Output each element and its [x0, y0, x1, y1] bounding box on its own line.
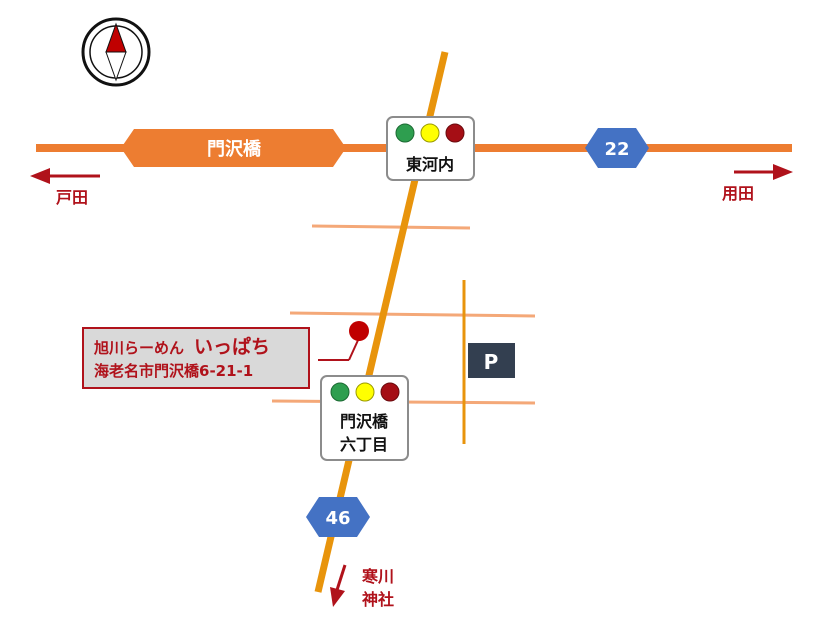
signal-south-label-line2: 六丁目	[340, 435, 388, 454]
signal-north-label: 東河内	[406, 155, 454, 174]
signal-red-light	[380, 382, 400, 402]
route-46-shield	[306, 497, 370, 537]
direction-east-arrow	[734, 164, 793, 180]
route-22-shield	[585, 128, 649, 168]
shop-address: 海老名市門沢橋6-21-1	[94, 362, 254, 380]
direction-south-label-line1: 寒川	[361, 567, 394, 586]
side-street-middle	[289, 311, 536, 318]
shop-info-box: 旭川らーめんいっぱち 海老名市門沢橋6-21-1	[82, 327, 310, 389]
parking-label: P	[484, 350, 499, 374]
crossing-road-label: 門沢橋	[207, 138, 262, 160]
shop-location-pin	[349, 321, 369, 341]
crossing-road-badge	[121, 129, 346, 167]
traffic-signal-south: 門沢橋 六丁目	[320, 375, 409, 461]
shop-pin-leader	[348, 337, 360, 361]
shop-name: 旭川らーめん	[94, 339, 185, 357]
direction-south-arrow	[330, 564, 347, 607]
side-street-upper	[311, 224, 471, 230]
traffic-signal-north: 東河内	[386, 116, 475, 181]
shop-brand: いっぱち	[194, 336, 271, 358]
compass-icon	[81, 17, 151, 87]
direction-east-label: 用田	[722, 184, 754, 203]
signal-green-light	[395, 123, 415, 143]
signal-red-light	[445, 123, 465, 143]
signal-south-label-line1: 門沢橋	[340, 412, 389, 431]
signal-green-light	[330, 382, 350, 402]
signal-yellow-light	[355, 382, 375, 402]
route-46-label: 46	[325, 508, 350, 529]
direction-west-arrow	[30, 168, 100, 184]
route-22-label: 22	[604, 139, 629, 160]
direction-south-label-line2: 神社	[362, 590, 394, 609]
signal-yellow-light	[420, 123, 440, 143]
direction-west-label: 戸田	[56, 188, 88, 207]
parking-marker	[468, 343, 515, 378]
shop-name-line: 旭川らーめんいっぱち	[94, 335, 308, 360]
